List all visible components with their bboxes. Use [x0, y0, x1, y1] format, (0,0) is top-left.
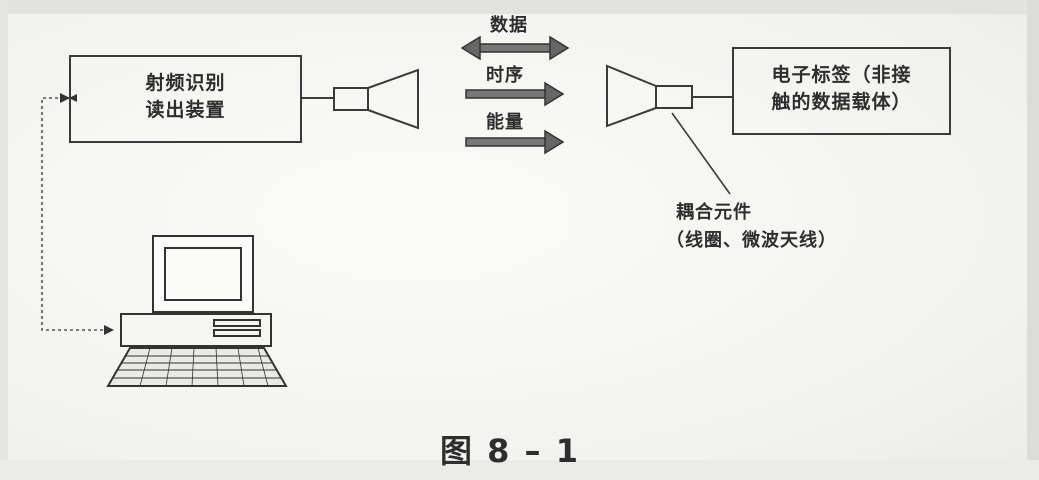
scan-edge-bottom [0, 460, 1039, 480]
coupling-leader-line [671, 112, 731, 195]
tag-box-line1: 电子标签（非接 [771, 64, 912, 86]
data-arrow [460, 35, 570, 61]
coupling-line1: 耦合元件 [676, 202, 752, 223]
figure-caption: 图 8 – 1 [440, 432, 580, 470]
tag-box-label: 电子标签（非接 触的数据载体） [733, 62, 950, 116]
computer-icon [106, 235, 288, 387]
timing-arrow-label: 时序 [486, 65, 524, 86]
reader-box-line2: 读出装置 [145, 99, 226, 121]
energy-arrow [465, 129, 565, 155]
scan-edge-left [0, 0, 8, 480]
coupling-line2: （线圈、微波天线） [666, 230, 837, 251]
timing-arrow [465, 81, 565, 107]
tag-box-line2: 触的数据载体） [771, 91, 912, 113]
reader-box-line1: 射频识别 [145, 72, 226, 94]
link-arrowhead-reader [60, 93, 70, 103]
tag-antenna [606, 64, 693, 128]
reader-box-label: 射频识别 读出装置 [70, 70, 301, 124]
reader-antenna [333, 68, 419, 130]
computer-link-dashed [41, 97, 112, 331]
link-arrowhead-computer [104, 325, 114, 335]
data-arrow-label: 数据 [490, 15, 528, 36]
coupling-label: 耦合元件 （线圈、微波天线） [666, 199, 837, 255]
scan-edge-right [1027, 0, 1039, 480]
tag-box [732, 47, 951, 135]
energy-arrow-label: 能量 [486, 112, 524, 133]
scan-edge-top [0, 0, 1039, 14]
